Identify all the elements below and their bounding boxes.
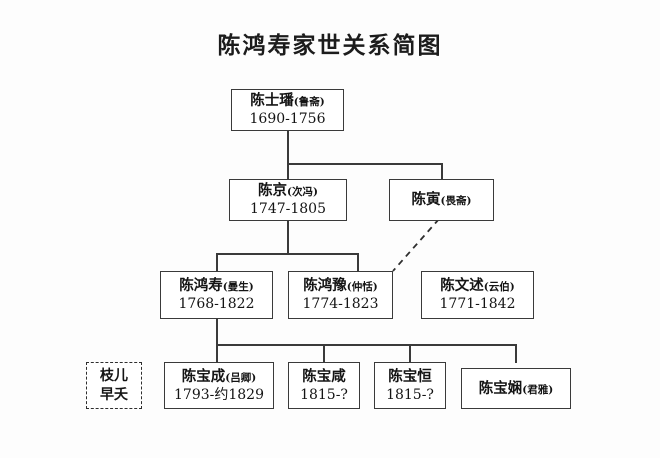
node-chen-wenshu[interactable]: 陈文述(云伯) 1771-1842 [421, 271, 534, 319]
node-note-line1: 枝儿 [100, 367, 128, 384]
connector-gen1-bus [287, 163, 443, 165]
node-courtesy: (仲恬) [346, 281, 378, 294]
node-years: 1771-1842 [439, 296, 516, 313]
node-name: 陈京(次冯) [258, 182, 318, 199]
node-years: 1793-约1829 [174, 386, 264, 403]
connector-n2-stem [287, 221, 289, 254]
node-years: 1774-1823 [302, 296, 379, 313]
node-name-text: 陈宝娴 [478, 379, 523, 397]
node-years: 1690-1756 [249, 111, 326, 128]
node-courtesy: (云伯) [483, 281, 515, 294]
node-name: 陈寅(畏斋) [412, 191, 472, 208]
node-name-text: 陈宝恒 [388, 367, 432, 385]
node-zhier-early-death[interactable]: 枝儿 早夭 [86, 362, 142, 409]
page-title: 陈鸿寿家世关系简图 [217, 32, 443, 59]
node-name-text: 陈文述 [440, 277, 484, 295]
node-years: 1747-1805 [250, 201, 326, 218]
node-courtesy: (吕卿) [225, 371, 257, 384]
node-name-text: 陈宝咸 [302, 367, 346, 385]
node-chen-baocheng[interactable]: 陈宝成(吕卿) 1793-约1829 [164, 362, 274, 409]
connector-to-n3 [441, 163, 443, 185]
node-chen-hongyu[interactable]: 陈鸿豫(仲恬) 1774-1823 [288, 271, 393, 319]
connector-gen3-bus [216, 344, 517, 346]
node-name-text: 陈寅 [411, 191, 441, 209]
node-name-text: 陈鸿豫 [303, 277, 347, 295]
node-years: 1815-? [386, 386, 434, 403]
connector-to-n11 [515, 344, 517, 363]
node-chen-yin[interactable]: 陈寅(畏斋) [389, 179, 494, 221]
node-name: 陈鸿豫(仲恬) [303, 277, 377, 294]
connector-n1-stem [287, 131, 289, 164]
node-courtesy: (曼生) [222, 281, 254, 294]
connector-to-n4 [216, 253, 218, 271]
connector-n3-to-n5-dashed [392, 218, 440, 272]
node-name: 陈文述(云伯) [440, 277, 514, 294]
connector-to-n10 [409, 344, 411, 363]
node-years: 1768-1822 [178, 296, 255, 313]
node-name: 陈士璠(鲁斋) [250, 92, 324, 109]
connector-to-n9 [323, 344, 325, 363]
node-name-text: 陈鸿寿 [179, 277, 223, 295]
node-name: 陈宝成(吕卿) [182, 368, 256, 385]
node-note-line2: 早夭 [100, 386, 128, 403]
node-name-text: 陈士璠 [250, 92, 294, 110]
node-chen-shi-fan[interactable]: 陈士璠(鲁斋) 1690-1756 [231, 89, 344, 131]
node-courtesy: (畏斋) [440, 195, 472, 208]
connector-to-n8 [216, 344, 218, 363]
node-name: 陈宝恒 [388, 368, 432, 385]
node-chen-hongshou[interactable]: 陈鸿寿(曼生) 1768-1822 [160, 271, 273, 319]
node-chen-baoxian[interactable]: 陈宝咸 1815-? [288, 362, 360, 409]
node-courtesy: (鲁斋) [293, 96, 325, 109]
node-chen-jing[interactable]: 陈京(次冯) 1747-1805 [229, 179, 347, 221]
node-years: 1815-? [300, 386, 348, 403]
node-courtesy: (君雅) [522, 383, 554, 396]
node-name: 陈宝咸 [302, 368, 346, 385]
node-name: 陈鸿寿(曼生) [179, 277, 253, 294]
connector-to-n5 [357, 253, 359, 271]
node-name-text: 陈京 [258, 182, 288, 200]
connector-n4-stem [216, 319, 218, 345]
node-chen-baoxian-junya[interactable]: 陈宝娴(君雅) [461, 368, 571, 409]
node-name-text: 陈宝成 [181, 367, 226, 385]
connector-to-n2 [287, 163, 289, 185]
connector-gen2-bus [216, 253, 359, 255]
node-courtesy: (次冯) [287, 186, 318, 199]
node-name: 陈宝娴(君雅) [479, 380, 553, 397]
node-chen-baoheng[interactable]: 陈宝恒 1815-? [374, 362, 446, 409]
